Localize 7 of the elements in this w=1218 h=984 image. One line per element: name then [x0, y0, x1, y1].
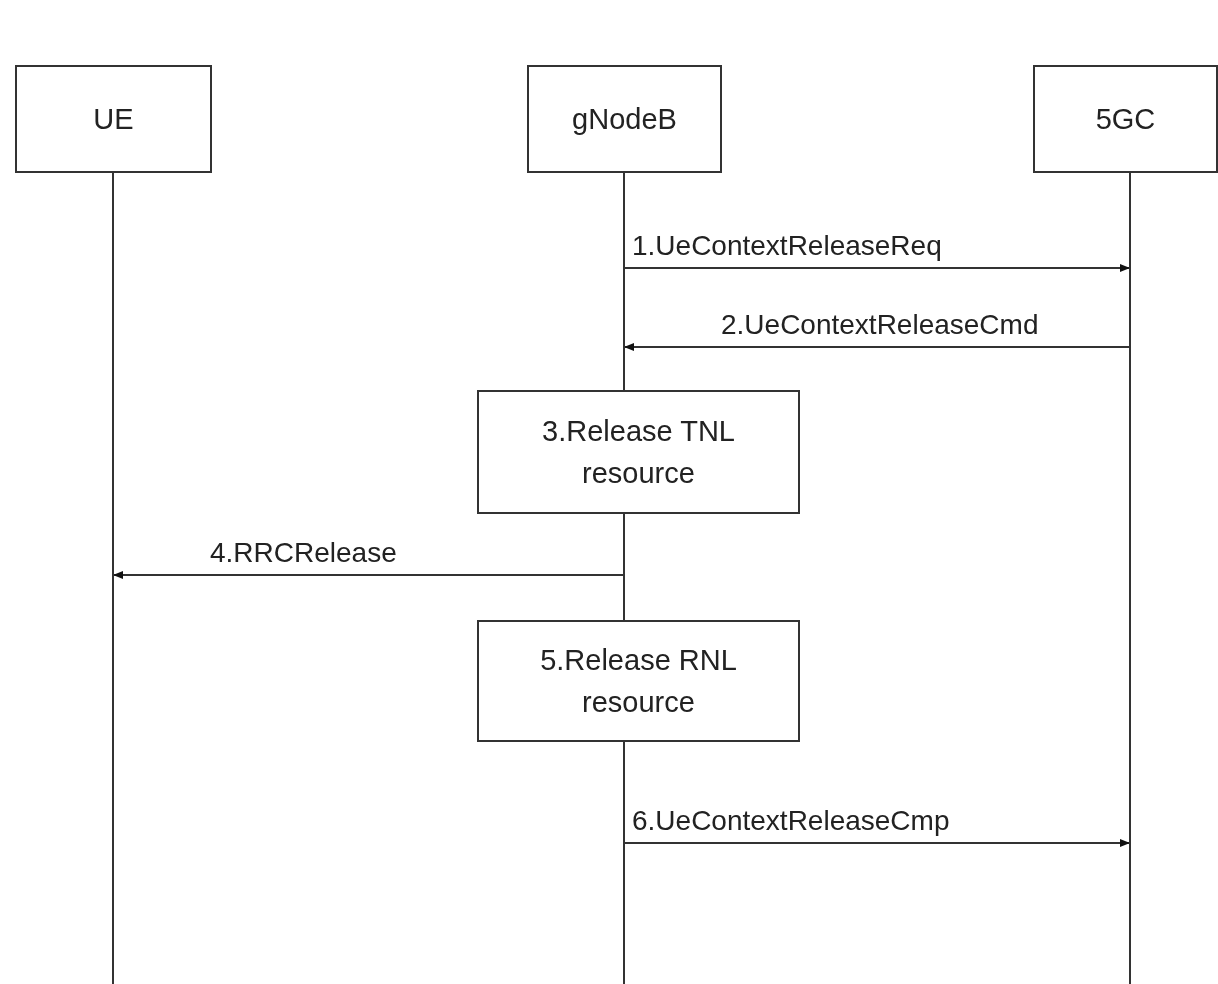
message-arrow: [623, 343, 1131, 351]
process-box: 5.Release RNL resource: [477, 620, 800, 742]
edge-label: 6.UeContextReleaseCmp: [630, 807, 952, 835]
message-arrow: [623, 264, 1131, 272]
process-box: 3.Release TNL resource: [477, 390, 800, 514]
message-arrow: [623, 839, 1131, 847]
message-arrow: [112, 571, 625, 579]
